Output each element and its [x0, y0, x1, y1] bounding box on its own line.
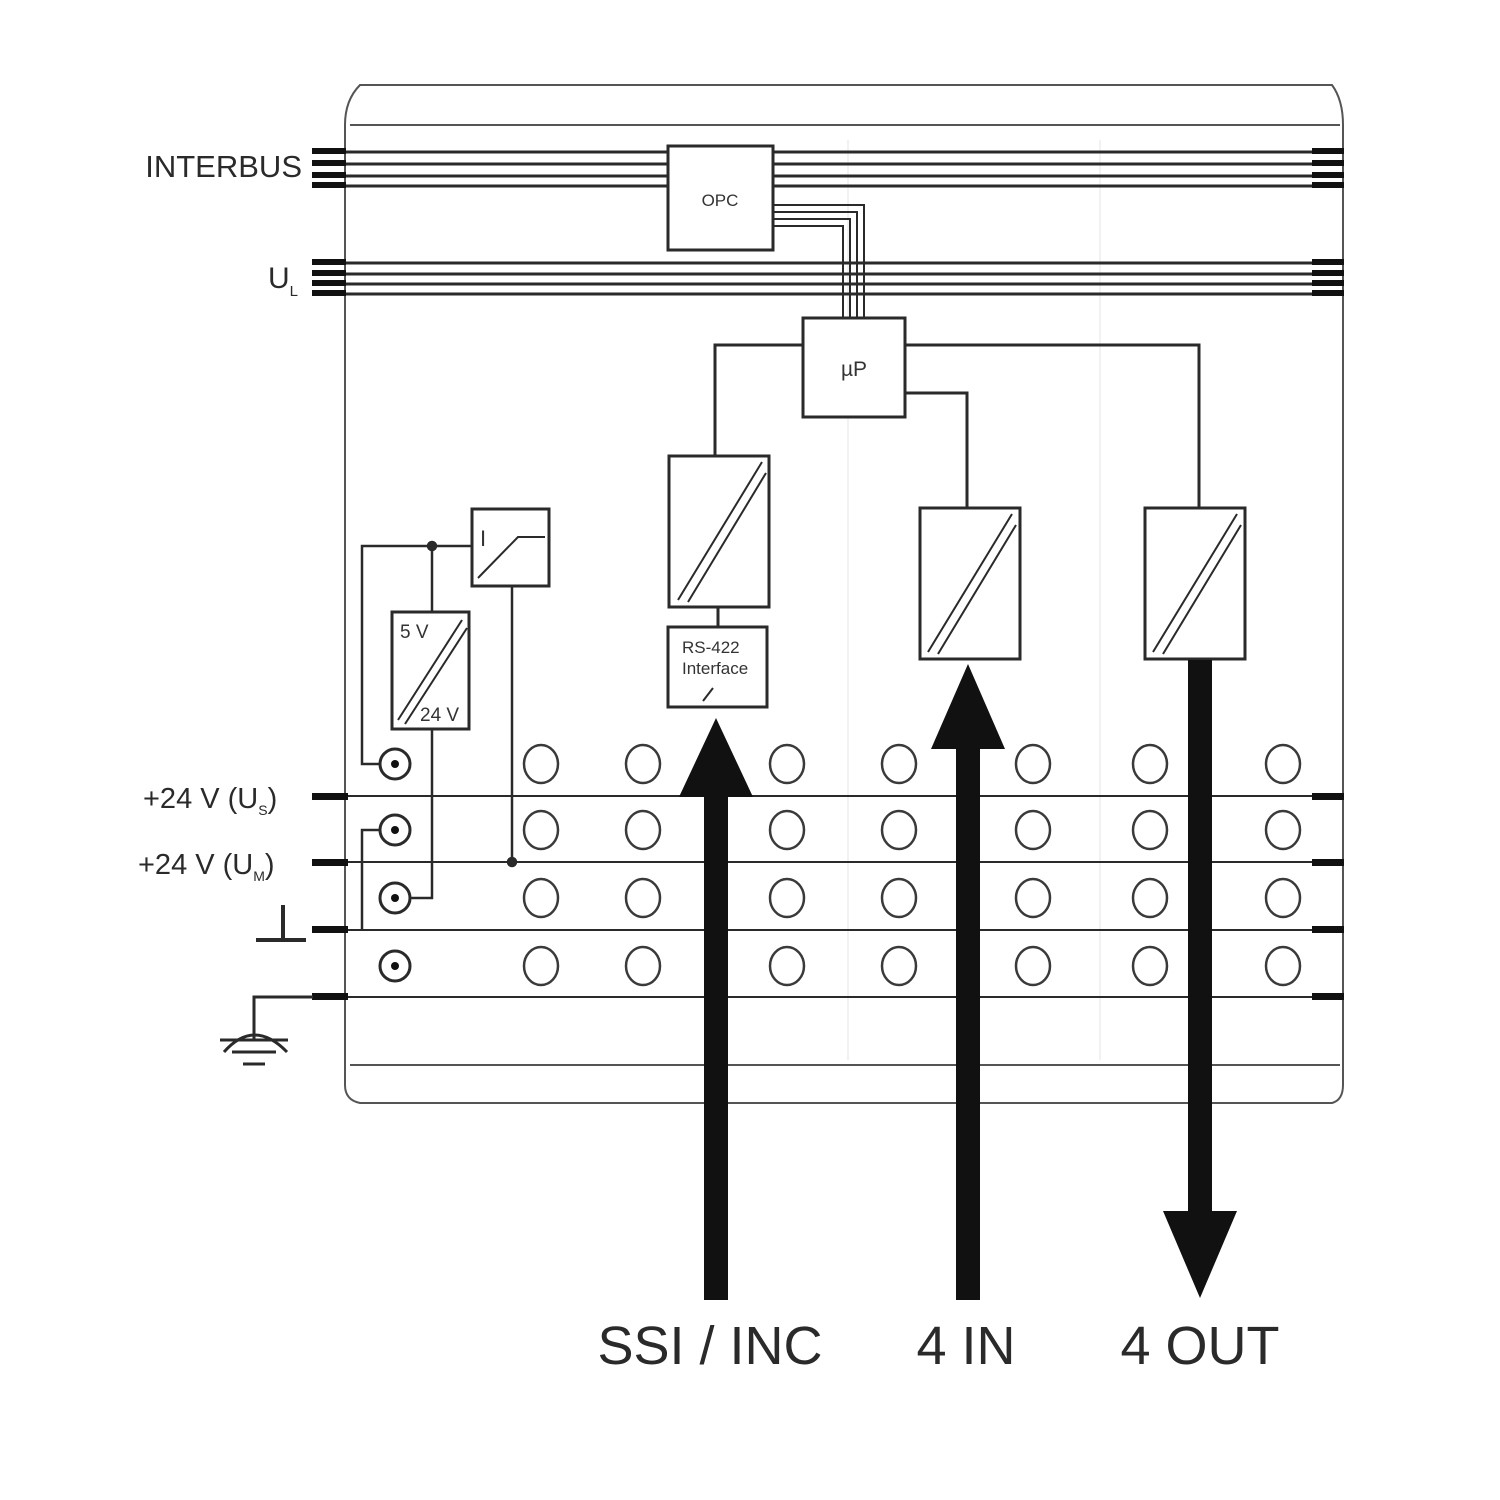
power-wiring	[360, 540, 518, 930]
us-label-main: +24 V (U	[143, 783, 258, 815]
terminal-point	[1014, 945, 1052, 987]
terminal-point	[624, 743, 662, 785]
opc-to-microprocessor-bus	[773, 204, 865, 318]
ground-icon	[256, 905, 306, 942]
interbus-label: INTERBUS	[145, 149, 302, 184]
terminal-point	[880, 877, 918, 919]
um-label-end: )	[265, 849, 275, 881]
terminal-contact-dot	[391, 962, 399, 970]
supply-converter-block: 5 V 24 V	[390, 610, 471, 731]
terminal-point	[880, 809, 918, 851]
us-label: +24 V (US)	[143, 783, 277, 818]
terminal-point	[624, 809, 662, 851]
us-label-end: )	[268, 783, 278, 815]
ul-label-main: U	[268, 262, 290, 295]
microprocessor-wiring	[713, 343, 1201, 627]
um-label: +24 V (UM)	[138, 849, 275, 884]
terminal-point	[1131, 877, 1169, 919]
rail-connectors-right	[1312, 793, 1344, 1000]
supply-bottom-label: 24 V	[420, 705, 459, 726]
terminal-point	[1131, 743, 1169, 785]
converter-ssi	[667, 454, 771, 609]
terminal-point	[1264, 945, 1302, 987]
rs422-label-line2: Interface	[682, 659, 748, 678]
terminal-point	[880, 945, 918, 987]
ul-connector-right	[1312, 259, 1344, 296]
terminal-point	[880, 743, 918, 785]
ul-connector-left	[312, 259, 346, 296]
ssi-input-arrow	[679, 718, 753, 1300]
switch-label: I	[480, 526, 486, 551]
terminal-contact-dot	[391, 894, 399, 902]
opc-block: OPC	[666, 144, 775, 252]
microprocessor-block: µP	[801, 316, 907, 419]
terminal-point	[1131, 945, 1169, 987]
terminal-point	[768, 743, 806, 785]
terminal-point	[768, 945, 806, 987]
terminal-point	[1014, 877, 1052, 919]
rs422-label-line1: RS-422	[682, 638, 740, 657]
terminal-point	[522, 809, 560, 851]
um-label-sub: M	[253, 868, 265, 884]
terminal-point	[768, 877, 806, 919]
terminal-point	[522, 743, 560, 785]
terminal-grid	[378, 743, 1302, 987]
digital-output-label: 4 OUT	[1120, 1316, 1279, 1376]
terminal-point	[624, 945, 662, 987]
opc-label: OPC	[702, 191, 739, 210]
supply-top-label: 5 V	[400, 622, 429, 643]
terminal-point	[522, 945, 560, 987]
digital-input-arrow	[931, 664, 1005, 1300]
um-label-main: +24 V (U	[138, 849, 253, 881]
rs422-interface-block: RS-422 Interface	[666, 625, 769, 709]
terminal-point	[1264, 877, 1302, 919]
converter-output	[1143, 506, 1247, 661]
terminal-point	[1264, 809, 1302, 851]
rail-connectors-left	[312, 793, 348, 1000]
terminal-contact-dot	[391, 760, 399, 768]
terminal-point	[1014, 743, 1052, 785]
ssi-inc-label: SSI / INC	[597, 1316, 822, 1376]
terminal-point	[768, 809, 806, 851]
interbus-connector-right	[1312, 148, 1344, 188]
terminal-contact-dot	[391, 826, 399, 834]
us-label-sub: S	[258, 802, 267, 818]
terminal-rails	[345, 795, 1340, 998]
ul-label-sub: L	[290, 283, 298, 300]
terminal-point	[522, 877, 560, 919]
digital-input-label: 4 IN	[916, 1316, 1015, 1376]
terminal-point	[1131, 809, 1169, 851]
digital-output-arrow	[1163, 660, 1237, 1298]
protective-earth-icon	[220, 995, 313, 1066]
converter-input	[918, 506, 1022, 661]
interbus-connector-left	[312, 148, 346, 188]
terminal-point	[1014, 809, 1052, 851]
switch-block: I	[470, 507, 551, 588]
terminal-point	[624, 877, 662, 919]
microprocessor-label: µP	[841, 358, 867, 381]
ul-bus	[315, 261, 1340, 296]
ul-label: UL	[268, 262, 298, 300]
interbus-bus	[315, 150, 1340, 188]
terminal-point	[1264, 743, 1302, 785]
